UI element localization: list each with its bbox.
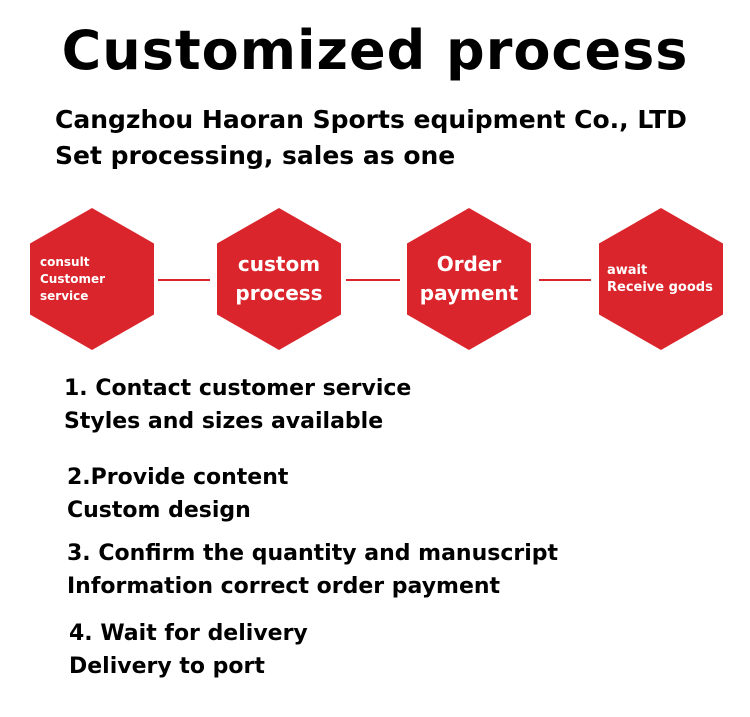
step-4: 4. Wait for delivery Delivery to port bbox=[69, 617, 308, 683]
flow-node-label: process bbox=[235, 281, 323, 305]
step-title: 4. Wait for delivery bbox=[69, 621, 308, 646]
step-detail: Styles and sizes available bbox=[64, 409, 384, 434]
step-title: 3. Confirm the quantity and manuscript bbox=[67, 541, 559, 566]
step-detail: Delivery to port bbox=[69, 654, 265, 679]
company-tagline: Set processing, sales as one bbox=[55, 141, 456, 170]
step-2: 2.Provide content Custom design bbox=[67, 461, 288, 527]
step-1: 1. Contact customer service Styles and s… bbox=[64, 372, 411, 438]
step-detail: Custom design bbox=[67, 498, 251, 523]
flow-node-custom-process: custom process bbox=[217, 208, 341, 350]
process-flow: consult Customer service custom process … bbox=[0, 208, 750, 353]
flow-node-receive-goods: await Receive goods bbox=[599, 208, 723, 350]
flow-node-label: custom bbox=[237, 252, 321, 276]
flow-node-label: payment bbox=[419, 281, 519, 305]
flow-node-label: Receive goods bbox=[607, 280, 713, 295]
flow-node-label: Order bbox=[436, 252, 502, 276]
company-name: Cangzhou Haoran Sports equipment Co., LT… bbox=[55, 105, 687, 134]
flow-node-label: Customer service bbox=[40, 271, 106, 303]
page-title: Customized process bbox=[61, 19, 689, 82]
flow-node-label: await bbox=[607, 263, 648, 278]
flow-node-consult: consult Customer service bbox=[30, 208, 154, 350]
flow-connector bbox=[539, 279, 591, 281]
flow-node-order-payment: Order payment bbox=[407, 208, 531, 350]
step-detail: Information correct order payment bbox=[67, 574, 501, 599]
step-title: 2.Provide content bbox=[67, 465, 289, 490]
step-title: 1. Contact customer service bbox=[64, 376, 412, 401]
flow-connector bbox=[158, 279, 210, 281]
flow-connector bbox=[346, 279, 400, 281]
flow-node-label: consult bbox=[40, 254, 90, 269]
step-3: 3. Confirm the quantity and manuscript I… bbox=[67, 537, 558, 603]
